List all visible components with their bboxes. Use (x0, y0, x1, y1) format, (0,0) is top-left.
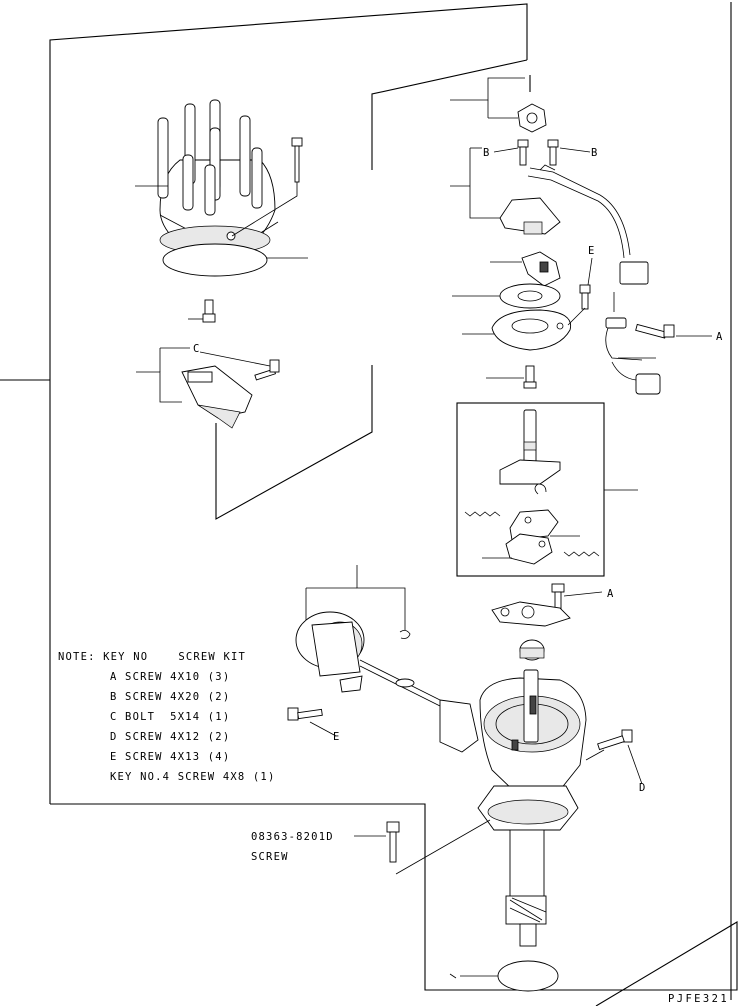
cap-screw-icon (291, 137, 303, 183)
distributor-cap (157, 99, 279, 263)
rotor (181, 365, 253, 429)
governor-weights (505, 509, 559, 565)
spacer-plate (491, 601, 571, 627)
screw-part-name: SCREW (251, 851, 289, 863)
e-screw-upper-icon (579, 284, 591, 310)
b-screw-left-icon (517, 139, 529, 166)
leader-c (199, 351, 271, 367)
governor-clip (534, 483, 547, 495)
note-header: NOTE: KEY NO SCREW KIT (58, 651, 246, 663)
vacuum-advance (295, 611, 441, 707)
leader-rotor (136, 371, 182, 403)
note-line-key4: KEY NO.4 SCREW 4X8 (1) (110, 771, 275, 783)
callout-a-upper: A (716, 331, 724, 343)
leader-cap-screw (231, 182, 298, 237)
rotor-bolt-c-icon (254, 359, 280, 381)
leader-e-upper (587, 257, 593, 286)
callout-b-right: B (591, 147, 599, 159)
key-screw-icon (202, 299, 216, 323)
a-screw-upper-icon (635, 323, 675, 339)
note-line-e: E SCREW 4X13 (4) (110, 751, 230, 763)
governor-shaft (499, 409, 561, 485)
callout-d: D (639, 782, 647, 794)
leader-pin (450, 77, 525, 101)
leader-a-lower (563, 591, 603, 597)
leader-pickup (469, 148, 500, 219)
governor-assembly-box (456, 402, 605, 577)
leader-d (627, 744, 643, 785)
leader-e-to-plate (567, 307, 586, 326)
tick-o-ring (449, 973, 457, 979)
screw-08363-icon (386, 821, 400, 863)
ground-wire (605, 317, 661, 395)
vacuum-clip (399, 630, 411, 639)
o-ring (497, 960, 559, 992)
leader-screw-08363-housing (395, 819, 491, 875)
e-screw-lower-icon (287, 707, 323, 721)
callout-c: C (193, 343, 201, 355)
d-screw-icon (597, 729, 633, 751)
breaker-plate (499, 283, 561, 309)
cap-gasket (162, 243, 268, 277)
leader-d-housing (585, 749, 605, 761)
callout-b-left: B (483, 147, 491, 159)
governor-screw-icon (523, 365, 537, 389)
leader-vacuum (356, 565, 406, 630)
drawing-code: PJFE321 (668, 993, 729, 1005)
base-plate (491, 309, 572, 351)
note-line-c: C BOLT 5X14 (1) (110, 711, 230, 723)
leader-e-lower (309, 721, 337, 737)
note-line-b: B SCREW 4X20 (2) (110, 691, 230, 703)
leader-b-left (493, 147, 519, 153)
screw-part-number: 08363-8201D (251, 831, 334, 843)
callout-e-lower: E (333, 731, 341, 743)
b-screw-right-icon (547, 139, 559, 166)
nut-icon (517, 103, 547, 133)
pickup-coil (499, 164, 649, 312)
distributor-housing (439, 669, 587, 947)
a-screw-lower-icon (551, 583, 565, 611)
spring-right (563, 551, 600, 557)
note-line-d: D SCREW 4X12 (2) (110, 731, 230, 743)
leader-b-right (559, 147, 591, 153)
note-line-a: A SCREW 4X10 (3) (110, 671, 230, 683)
callout-e-upper: E (588, 245, 596, 257)
bushing (519, 639, 545, 661)
screw-kit-note: NOTE: KEY NO SCREW KIT A SCREW 4X10 (3) … (58, 651, 275, 783)
spring-left (464, 511, 501, 517)
callout-a-lower: A (607, 588, 615, 600)
signal-rotor (521, 251, 561, 287)
